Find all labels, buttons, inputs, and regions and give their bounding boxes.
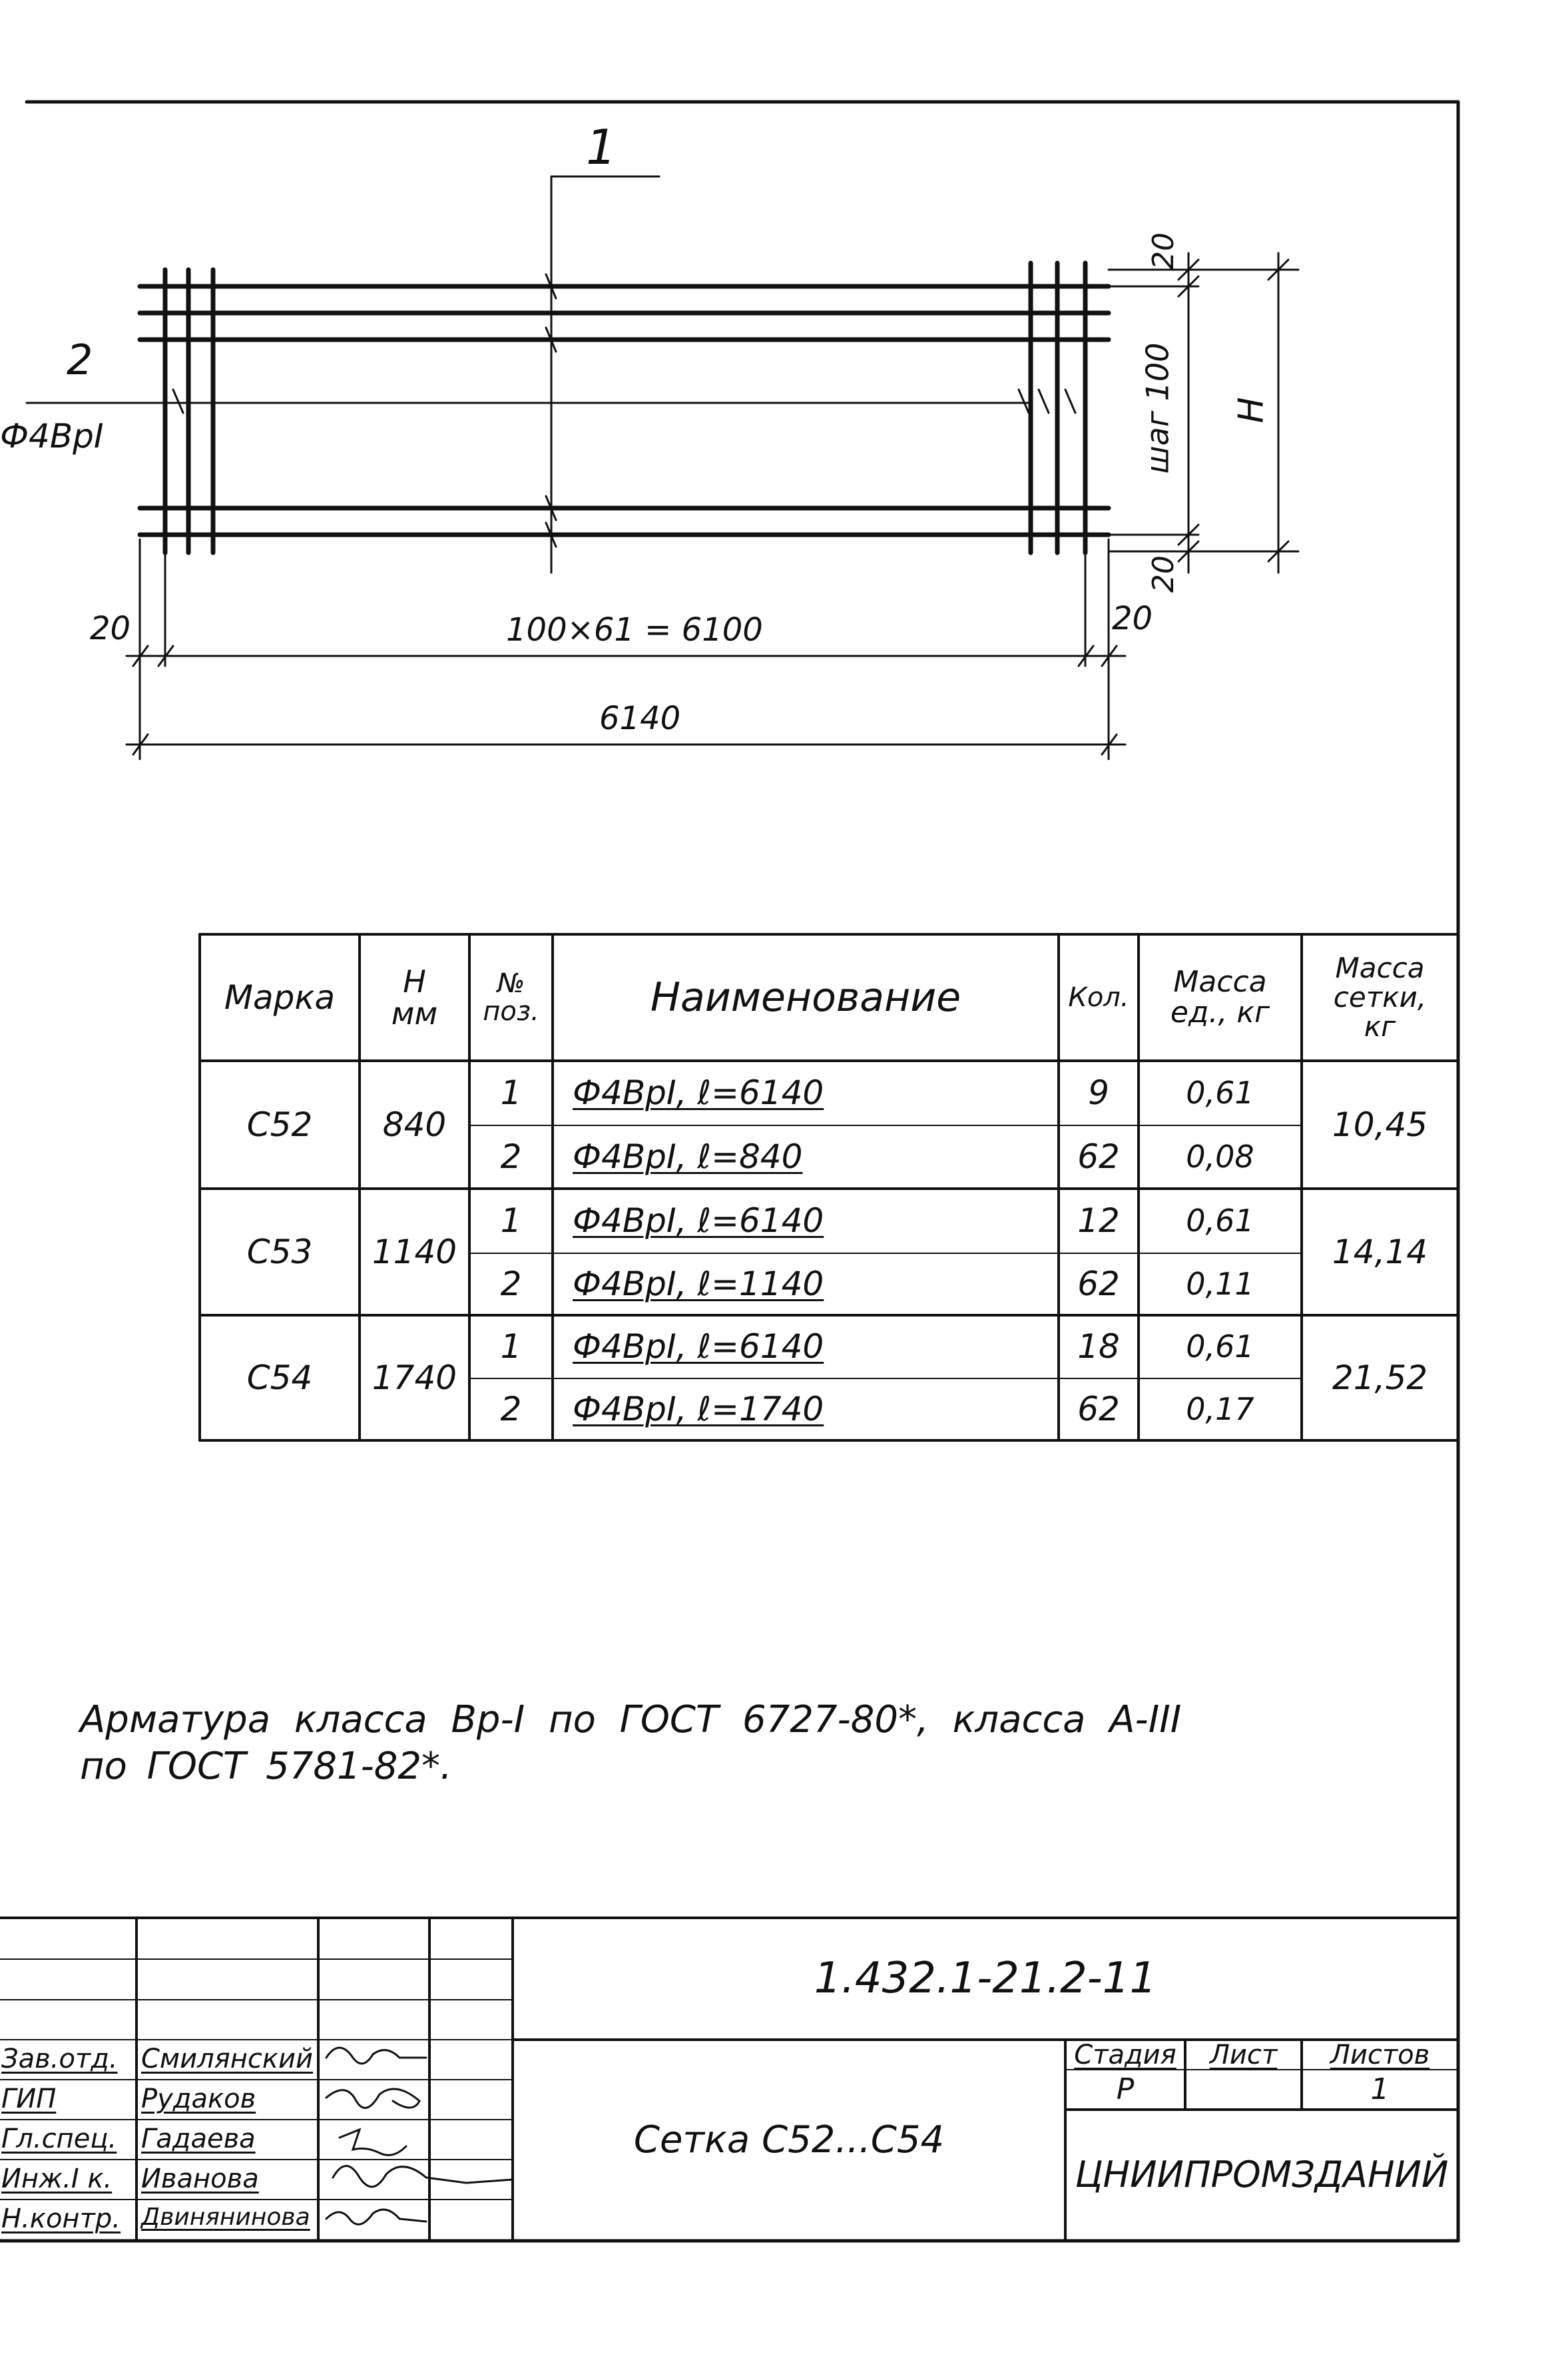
signature-3 xyxy=(338,2128,407,2156)
drawing-title: Сетка С52...С54 xyxy=(633,2118,945,2162)
note-line-2: по ГОСТ 5781-82*. xyxy=(80,1745,452,1788)
row-mass-unit: 0,08 xyxy=(1186,1139,1254,1175)
header-mark: Марка xyxy=(224,978,336,1017)
signature-5 xyxy=(325,2208,427,2225)
row-pos: 2 xyxy=(500,1265,522,1304)
row-mass-unit: 0,61 xyxy=(1186,1329,1254,1365)
signatures xyxy=(325,2046,514,2225)
header-mass-unit: Масса ед., кг xyxy=(1170,964,1270,1030)
row-qty: 12 xyxy=(1077,1201,1120,1241)
row-name: Ф4ВрI, ℓ=6140 xyxy=(573,1327,824,1366)
group-mass-mesh: 14,14 xyxy=(1332,1232,1428,1271)
pos1-label: 1 xyxy=(586,119,617,175)
header-qty: Кол. xyxy=(1068,982,1129,1013)
row-pos: 2 xyxy=(500,1390,522,1429)
row-name: Ф4ВрI, ℓ=6140 xyxy=(573,1073,824,1113)
dim-top-20: 20 xyxy=(1147,232,1180,270)
sheet-label: Лист xyxy=(1209,2039,1278,2070)
row-name: Ф4ВрI, ℓ=6140 xyxy=(573,1201,824,1241)
group-mass-mesh: 21,52 xyxy=(1332,1358,1428,1397)
row-qty: 62 xyxy=(1077,1265,1120,1304)
group-h: 840 xyxy=(382,1105,447,1144)
section-marker-1 xyxy=(550,175,660,574)
signer-role: ГИП xyxy=(1,2084,57,2114)
page-frame xyxy=(0,100,1460,2243)
pos2-bar-label: Ф4ВрI xyxy=(0,417,104,455)
signer-name: Рудаков xyxy=(141,2084,256,2114)
signer-name: Двинянинова xyxy=(141,2204,310,2231)
signer-role: Инж.I к. xyxy=(1,2164,113,2194)
title-block-rows xyxy=(0,1958,1459,2200)
organization: ЦНИИПРОМЗДАНИЙ xyxy=(1075,2154,1449,2196)
dim-right-20: 20 xyxy=(1112,600,1153,637)
spec-table-grid xyxy=(198,933,1459,1442)
group-mark: С54 xyxy=(246,1358,313,1397)
sheets-value: 1 xyxy=(1370,2072,1390,2106)
row-name: Ф4ВрI, ℓ=1140 xyxy=(573,1265,824,1304)
transverse-bars xyxy=(162,260,1088,555)
vertical-dimensions xyxy=(1107,252,1300,574)
pos2-label: 2 xyxy=(67,336,93,384)
group-mark: С53 xyxy=(246,1232,313,1271)
dim-inner: 100×61 = 6100 xyxy=(506,611,763,649)
row-mass-unit: 0,61 xyxy=(1186,1075,1254,1111)
row-qty: 18 xyxy=(1077,1327,1120,1366)
signer-name: Гадаева xyxy=(141,2124,256,2154)
group-mass-mesh: 10,45 xyxy=(1332,1105,1428,1144)
row-mass-unit: 0,61 xyxy=(1186,1203,1254,1239)
dim-bottom-20: 20 xyxy=(1147,555,1180,593)
signer-role: Н.контр. xyxy=(1,2204,121,2234)
stage-label: Стадия xyxy=(1074,2039,1176,2070)
row-qty: 62 xyxy=(1077,1390,1120,1429)
header-mass-mesh: Масса сетки, кг xyxy=(1333,951,1427,1043)
horizontal-dimensions xyxy=(125,538,1127,760)
signer-role: Гл.спец. xyxy=(1,2124,117,2154)
signer-name: Иванова xyxy=(141,2164,259,2194)
row-pos: 1 xyxy=(500,1073,522,1113)
row-qty: 9 xyxy=(1088,1073,1109,1113)
signature-4 xyxy=(332,2165,514,2188)
signature-1 xyxy=(325,2046,427,2065)
header-name: Наименование xyxy=(650,974,961,1021)
row-name: Ф4ВрI, ℓ=1740 xyxy=(573,1390,824,1429)
spec-table-subrows xyxy=(469,1125,1302,1379)
sheets-label: Листов xyxy=(1330,2039,1430,2070)
drawing-code: 1.432.1-21.2-11 xyxy=(814,1953,1157,2003)
row-qty: 62 xyxy=(1077,1137,1120,1177)
row-pos: 1 xyxy=(500,1327,522,1366)
stage-value: Р xyxy=(1116,2072,1135,2106)
signer-name: Смилянский xyxy=(141,2044,314,2074)
dim-left-20: 20 xyxy=(90,610,131,647)
row-mass-unit: 0,17 xyxy=(1186,1391,1254,1428)
dim-step: шаг 100 xyxy=(1139,342,1176,474)
group-h: 1140 xyxy=(372,1232,457,1271)
sheet-value xyxy=(1185,2070,1302,2110)
row-name: Ф4ВрI, ℓ=840 xyxy=(573,1137,803,1177)
note-line-1: Арматура класса Вр-I по ГОСТ 6727-80*, к… xyxy=(80,1698,1182,1741)
signature-2 xyxy=(325,2088,421,2109)
longitudinal-bars xyxy=(137,284,1111,537)
row-pos: 1 xyxy=(500,1201,522,1241)
header-pos: № поз. xyxy=(483,968,539,1027)
group-mark: С52 xyxy=(246,1105,313,1144)
header-h: Н мм xyxy=(391,963,438,1032)
row-pos: 2 xyxy=(500,1137,522,1177)
signer-role: Зав.отд. xyxy=(1,2044,118,2074)
group-h: 1740 xyxy=(372,1358,457,1397)
dim-total: 6140 xyxy=(599,700,681,737)
row-mass-unit: 0,11 xyxy=(1186,1266,1254,1303)
dim-h: Н xyxy=(1231,397,1272,424)
